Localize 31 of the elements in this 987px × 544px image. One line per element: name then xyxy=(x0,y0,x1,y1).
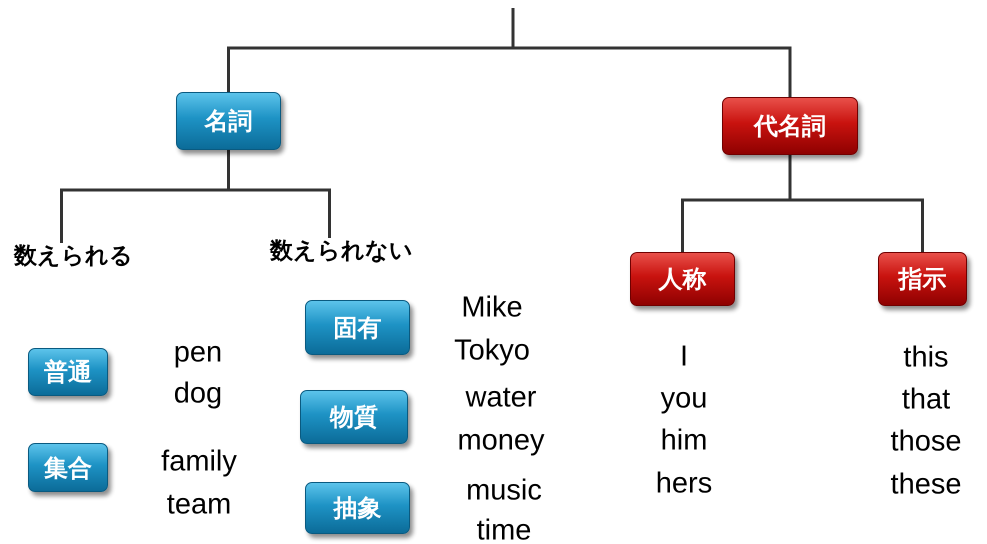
connector-line xyxy=(227,150,331,238)
category-box: 集合 xyxy=(28,443,108,492)
example-word: team xyxy=(166,490,232,520)
example-word: dog xyxy=(174,380,222,408)
example-word: these xyxy=(890,470,962,500)
category-label: 数えられる xyxy=(14,243,133,271)
example-word: pen xyxy=(174,338,222,368)
category-box: 指示 xyxy=(878,252,967,306)
example-word: hers xyxy=(656,470,712,498)
category-box: 固有 xyxy=(305,300,410,355)
category-box: 名詞 xyxy=(176,92,281,150)
category-label: 数えられない xyxy=(270,238,413,266)
category-box: 物質 xyxy=(300,390,408,444)
example-word: that xyxy=(902,386,950,414)
example-word: Tokyo xyxy=(454,336,530,366)
example-word: Mike xyxy=(461,294,523,322)
connector-line xyxy=(512,8,792,97)
category-box: 普通 xyxy=(28,348,108,396)
category-box: 代名詞 xyxy=(722,97,858,155)
example-word: you xyxy=(660,384,708,414)
example-word: him xyxy=(660,426,708,456)
example-word: this xyxy=(903,344,949,372)
example-word: money xyxy=(457,426,545,456)
example-word: family xyxy=(161,448,237,476)
example-word: time xyxy=(476,516,532,544)
example-word: water xyxy=(466,384,536,412)
example-word: music xyxy=(466,476,542,506)
example-word: those xyxy=(890,428,962,456)
example-word: I xyxy=(680,342,688,372)
category-box: 抽象 xyxy=(305,482,410,534)
category-box: 人称 xyxy=(630,252,735,306)
